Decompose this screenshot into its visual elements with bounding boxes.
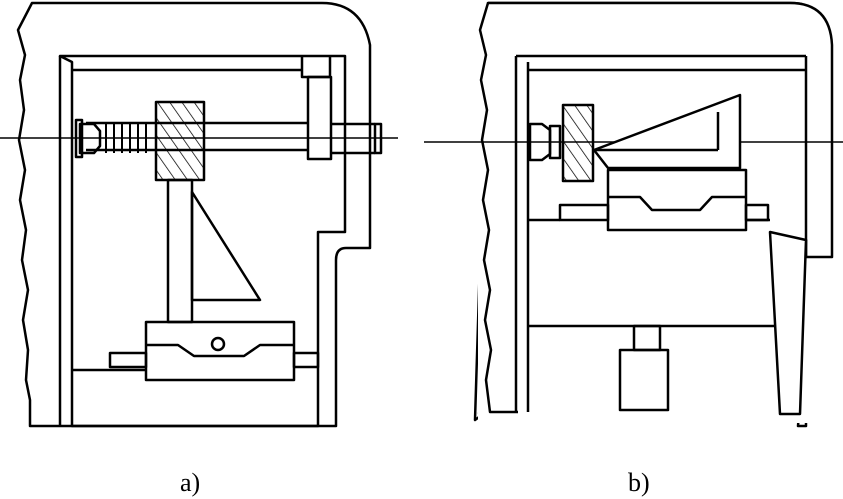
dovetail-b bbox=[608, 195, 746, 212]
panel-b bbox=[424, 1, 843, 428]
pin-a bbox=[210, 336, 226, 352]
slide-block-a bbox=[144, 320, 296, 382]
slanted-column-b bbox=[768, 230, 808, 416]
caption-panel-b: b) bbox=[628, 468, 650, 497]
frame-break-b bbox=[478, 2, 518, 414]
support-bracket-a bbox=[300, 56, 332, 79]
panel-a bbox=[0, 1, 398, 428]
frame-top-b bbox=[488, 1, 834, 259]
caption-panel-a: a) bbox=[180, 468, 201, 497]
slide-block-b bbox=[606, 168, 748, 232]
nut-b bbox=[561, 103, 595, 183]
nut-a bbox=[154, 100, 206, 182]
right-bearing-a bbox=[306, 75, 333, 161]
cavity-a bbox=[58, 54, 347, 428]
guide-left-b bbox=[558, 203, 610, 222]
arm-a bbox=[166, 178, 194, 324]
thread-a bbox=[78, 122, 102, 155]
guide-left-a bbox=[108, 351, 148, 369]
guide-right-a bbox=[292, 351, 320, 369]
cylinder-b bbox=[618, 348, 670, 412]
collar-neck-b bbox=[548, 124, 562, 160]
frame-body-a bbox=[16, 1, 372, 428]
gusset-a bbox=[190, 190, 262, 302]
dovetail-a bbox=[146, 343, 294, 358]
